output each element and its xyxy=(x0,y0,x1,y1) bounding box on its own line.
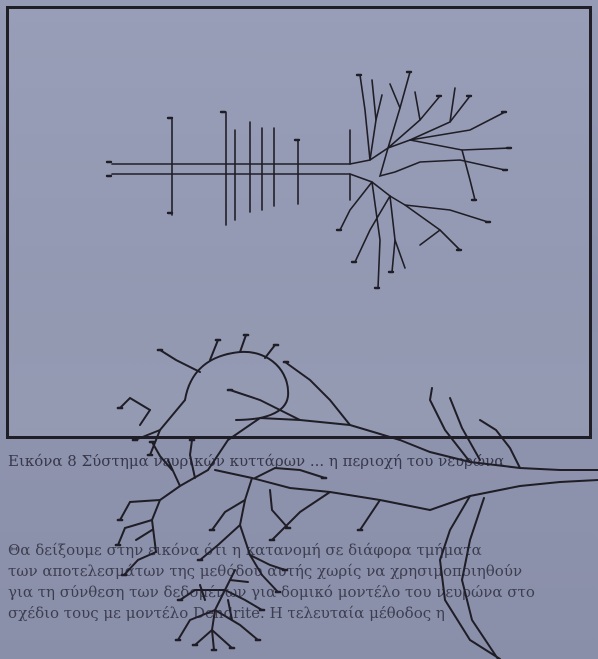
body-paragraph: Θα δείξουμε στην εικόνα ότι η κατανομή σ… xyxy=(8,540,594,624)
figure-caption: Εικόνα 8 Σύστημα νευρικών κυττάρων ... η… xyxy=(8,452,594,470)
paragraph-line: των αποτελεσμάτων της μεθόδου αυτής χωρί… xyxy=(8,561,594,582)
caption-text: Σύστημα νευρικών κυττάρων ... η περιοχή … xyxy=(82,452,505,470)
paragraph-line: Θα δείξουμε στην εικόνα ότι η κατανομή σ… xyxy=(8,540,594,561)
dendrite-schematic-top xyxy=(112,72,510,288)
paragraph-line: σχέδιο τους με μοντέλο Dendrite. Η τελευ… xyxy=(8,603,594,624)
caption-label: Εικόνα 8 xyxy=(8,452,77,470)
top-drawing-labels xyxy=(107,72,511,288)
paragraph-line: για τη σύνθεση των δεδομένων για δομικό … xyxy=(8,582,594,603)
